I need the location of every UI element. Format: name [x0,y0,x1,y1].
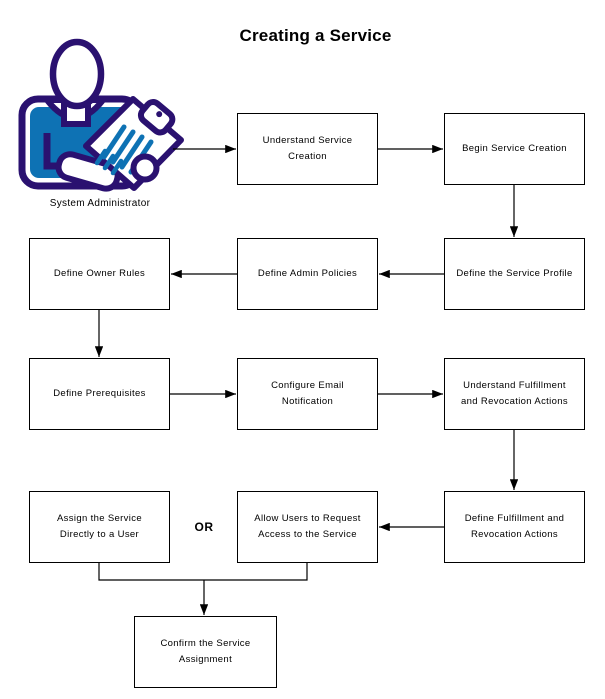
node-label: Assign the Service Directly to a User [57,513,142,540]
clipboard-short-lines [94,148,124,176]
node-understand-fulfillment-revocation-actions: Understand Fulfillment and Revocation Ac… [444,358,585,430]
node-define-admin-policies: Define Admin Policies [237,238,378,310]
node-label: Configure Email Notification [271,380,344,407]
actor-sleeve [55,151,121,192]
clipboard-clip-hole [156,111,163,118]
system-administrator-icon [18,38,184,192]
clipboard-clip [137,99,176,136]
node-begin-service-creation: Begin Service Creation [444,113,585,185]
node-assign-service-directly: Assign the Service Directly to a User [29,491,170,563]
actor-hand [130,153,160,183]
node-label: Understand Fulfillment and Revocation Ac… [461,380,568,407]
node-define-prerequisites: Define Prerequisites [29,358,170,430]
node-label: Understand Service Creation [262,135,353,162]
node-allow-users-request-access: Allow Users to Request Access to the Ser… [237,491,378,563]
diagram-title: Creating a Service [239,26,392,45]
or-connector-label: OR [194,520,214,534]
node-define-fulfillment-revocation-actions: Define Fulfillment and Revocation Action… [444,491,585,563]
node-confirm-service-assignment: Confirm the Service Assignment [134,616,277,688]
node-label: Confirm the Service Assignment [160,638,251,665]
node-label: Define the Service Profile [456,268,573,279]
node-configure-email-notification: Configure Email Notification [237,358,378,430]
node-label: Define Fulfillment and Revocation Action… [464,513,565,540]
node-label: Define Prerequisites [53,388,146,399]
node-understand-service-creation: Understand Service Creation [237,113,378,185]
node-label: Begin Service Creation [462,143,567,154]
node-label: Allow Users to Request Access to the Ser… [254,513,361,540]
merge-bracket [98,563,308,581]
actor-head [49,38,105,110]
node-define-owner-rules: Define Owner Rules [29,238,170,310]
node-label: Define Owner Rules [53,268,146,279]
actor-label: System Administrator [49,198,151,209]
node-define-service-profile: Define the Service Profile [444,238,585,310]
node-label: Define Admin Policies [257,268,358,279]
